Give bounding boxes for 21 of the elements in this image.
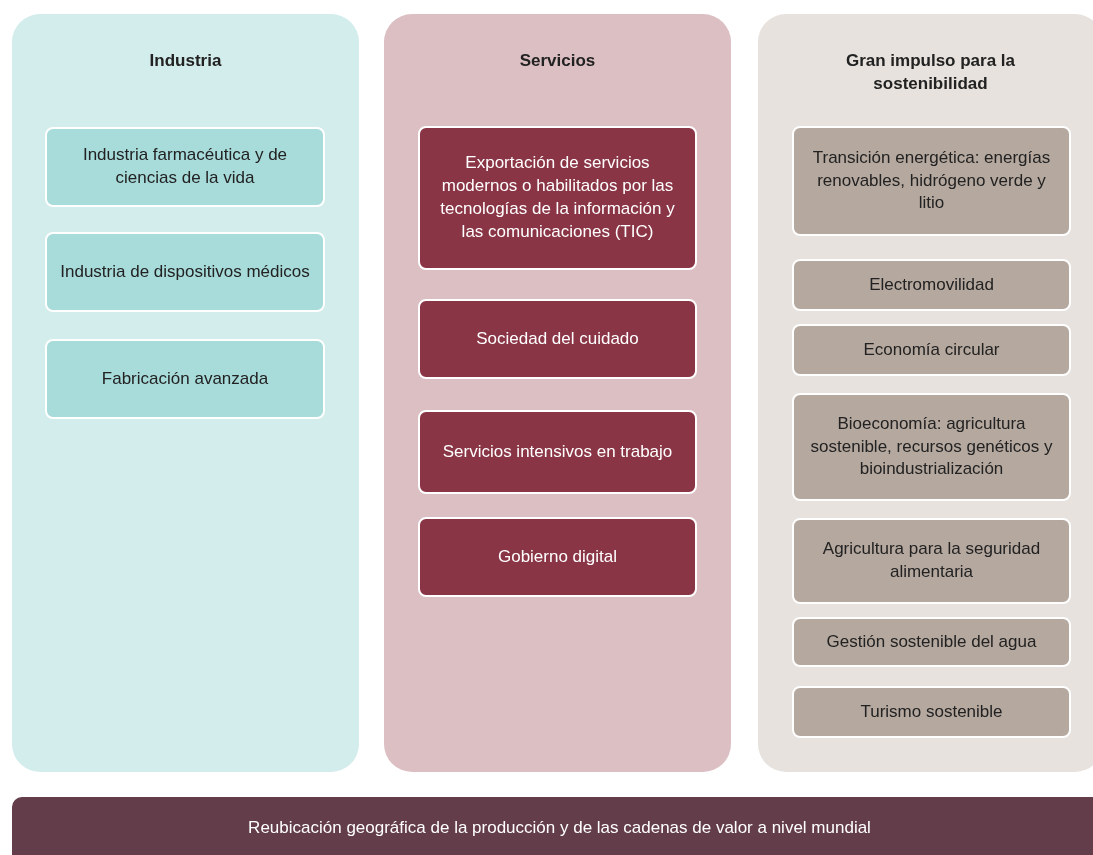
category-box: Exportación de servicios modernos o habilitados por las tecnologías de la información y las comunicaciones (TIC): [418, 126, 697, 270]
banner-bar: Reubicación geográfica de la producción y de las cadenas de valor a nivel mundial: [12, 797, 1093, 855]
column-heading: Gran impulso para la sostenibilidad: [844, 50, 1017, 95]
category-box: Bioeconomía: agricultura sostenible, recursos genéticos y bioindustrialización: [792, 393, 1071, 501]
category-box: Turismo sostenible: [792, 686, 1071, 738]
category-box: Servicios intensivos en trabajo: [418, 410, 697, 494]
category-box: Gobierno digital: [418, 517, 697, 597]
category-box: Economía circular: [792, 324, 1071, 376]
category-box: Sociedad del cuidado: [418, 299, 697, 379]
category-box: Fabricación avanzada: [45, 339, 325, 419]
column-panel: [384, 14, 731, 772]
category-box: Transición energética: energías renovables, hidrógeno verde y litio: [792, 126, 1071, 236]
column-panel: [758, 14, 1093, 772]
column-heading: Industria: [148, 50, 223, 72]
category-box: Industria de dispositivos médicos: [45, 232, 325, 312]
column-panel: [12, 14, 359, 772]
category-box: Gestión sostenible del agua: [792, 617, 1071, 667]
category-box: Industria farmacéutica y de ciencias de la vida: [45, 127, 325, 207]
column-heading: Servicios: [518, 50, 597, 72]
category-box: Electromovilidad: [792, 259, 1071, 311]
category-box: Agricultura para la seguridad alimentaria: [792, 518, 1071, 604]
